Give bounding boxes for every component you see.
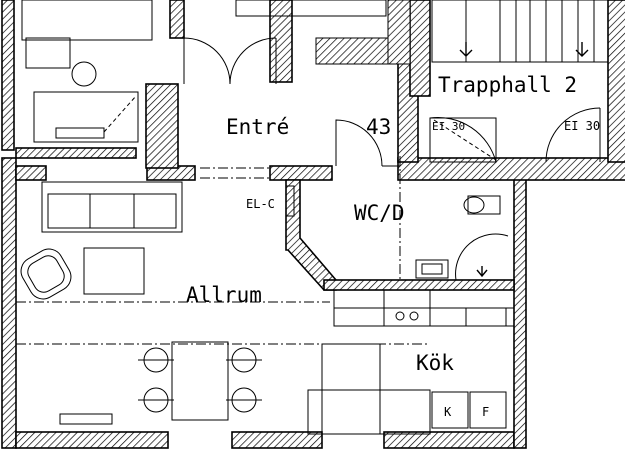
coffee-table xyxy=(83,247,145,295)
room-label-kok: Kök xyxy=(416,351,454,375)
walls xyxy=(1,0,625,449)
wc-fixtures xyxy=(415,195,509,281)
room-label-entre: Entré xyxy=(226,115,289,139)
freezer-label: F xyxy=(482,405,489,419)
room-label-allrum: Allrum xyxy=(186,283,262,307)
trapphall-door-left xyxy=(429,116,497,163)
fire-rating-right: EI 30 xyxy=(564,119,600,133)
wc-door xyxy=(335,119,400,167)
bench xyxy=(59,413,113,425)
el-cabinet-label: EL-C xyxy=(246,197,275,211)
el-cabinet xyxy=(285,185,295,217)
kitchen-counter xyxy=(307,289,515,435)
door-number: 43 xyxy=(366,115,391,139)
closet-hatch xyxy=(235,0,411,65)
dining-table xyxy=(138,341,262,421)
fire-rating-left: EI 30 xyxy=(432,120,465,133)
overhead-lines xyxy=(16,156,430,345)
sofa xyxy=(41,181,183,233)
upper-left-furniture xyxy=(21,0,153,143)
room-label-trapphall: Trapphall 2 xyxy=(438,73,577,97)
fridge-label: K xyxy=(444,405,452,419)
armchair xyxy=(20,248,72,300)
room-label-wc: WC/D xyxy=(354,201,405,225)
entry-double-door xyxy=(183,37,277,85)
trapphall-door-right xyxy=(545,107,601,163)
stair xyxy=(431,0,609,63)
